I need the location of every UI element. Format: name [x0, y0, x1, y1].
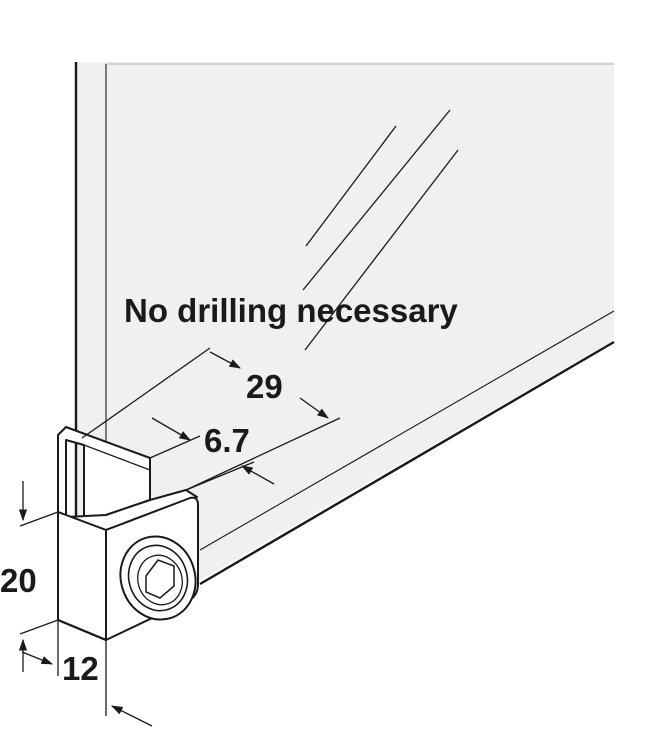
dimension-6-7	[149, 417, 275, 491]
dimension-29-label: 29	[246, 368, 283, 405]
dimension-6-7-label: 6.7	[204, 422, 250, 459]
dimension-20	[18, 481, 59, 672]
glass-reflection-lines	[302, 109, 459, 351]
dimension-12-label: 12	[62, 650, 99, 687]
glass-clamp	[57, 426, 199, 642]
dimension-29	[81, 347, 341, 491]
caption: No drilling necessary	[124, 292, 458, 329]
glass-panel	[74, 62, 615, 586]
hex-socket-icon	[145, 559, 175, 599]
set-screw	[119, 535, 197, 621]
dimension-20-label: 20	[0, 562, 37, 599]
dimension-12	[21, 620, 153, 727]
